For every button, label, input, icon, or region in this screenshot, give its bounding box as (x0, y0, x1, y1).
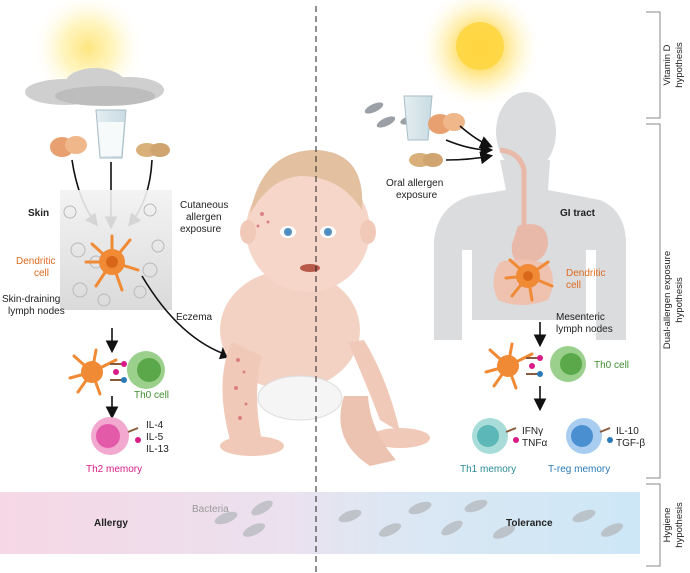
bacteria-label: Bacteria (192, 504, 229, 515)
hygiene-label-2: hypothesis (674, 502, 685, 548)
allergy-label: Allergy (94, 518, 128, 529)
lymph-label-left-2: lymph nodes (8, 306, 65, 317)
dual-allergen-label-1: Dual-allergen exposure (662, 251, 673, 349)
dendritic-cell-synapse-right-icon (484, 342, 534, 390)
right-peanut-icon (409, 153, 443, 167)
mesenteric-label-2: lymph nodes (556, 324, 613, 335)
skin-label: Skin (28, 208, 49, 219)
vitamin-d-label-1: Vitamin D (662, 44, 673, 85)
lymph-label-left-1: Skin-draining (2, 294, 60, 305)
th2-cell-icon (91, 417, 141, 455)
dendritic-cell-right-icon (504, 258, 554, 302)
th2-memory-label: Th2 memory (86, 464, 142, 475)
tnf-label: TNFα (522, 438, 547, 449)
right-egg-icon (428, 113, 465, 134)
th0-cell-right-icon (550, 346, 586, 382)
dendritic-cell-synapse-left-icon (68, 348, 118, 396)
cloud-icon (25, 68, 164, 106)
dual-allergen-label-2: hypothesis (674, 277, 685, 323)
milk-glass-icon (95, 109, 127, 159)
il13-label: IL-13 (146, 444, 169, 455)
baby-illustration (220, 150, 430, 466)
th1-memory-label: Th1 memory (460, 464, 516, 475)
receptor-pairs-left (110, 361, 127, 383)
peanut-icon (136, 143, 170, 157)
treg-memory-label: T-reg memory (548, 464, 610, 475)
eczema-label: Eczema (176, 312, 213, 323)
vitamin-d-label-2: hypothesis (674, 42, 685, 88)
cutaneous-label-3: exposure (180, 224, 222, 235)
ifn-label: IFNγ (522, 426, 543, 437)
th1-cell-icon (472, 418, 519, 454)
cutaneous-label-1: Cutaneous (180, 200, 228, 211)
bacteria-band-icon (214, 499, 624, 539)
dendritic-label-right-2: cell (566, 280, 581, 291)
hygiene-label-1: Hygiene (662, 508, 673, 543)
dendritic-label-left-2: cell (34, 268, 49, 279)
il4-label: IL-4 (146, 420, 164, 431)
cutaneous-label-2: allergen (186, 212, 222, 223)
right-milk-glass-icon (403, 95, 433, 141)
gi-tract-label: GI tract (560, 208, 596, 219)
dendritic-cell-left-icon (84, 234, 140, 292)
il5-label: IL-5 (146, 432, 164, 443)
mesenteric-label-1: Mesenteric (556, 312, 605, 323)
treg-cell-icon (566, 418, 613, 454)
th0-cell-left-icon (127, 351, 165, 389)
th0-label-left: Th0 cell (134, 390, 169, 401)
th0-label-right: Th0 cell (594, 360, 629, 371)
hygiene-band (0, 492, 640, 554)
dendritic-label-left-1: Dendritic (16, 256, 55, 267)
oral-label-1: Oral allergen (386, 178, 443, 189)
il10-label: IL-10 (616, 426, 639, 437)
dendritic-label-right-1: Dendritic (566, 268, 605, 279)
oral-label-2: exposure (396, 190, 438, 201)
side-brackets (646, 11, 661, 567)
receptor-pairs-right (526, 355, 543, 377)
egg-icon (50, 136, 87, 157)
tolerance-label: Tolerance (506, 518, 553, 529)
tgf-label: TGF-β (616, 438, 645, 449)
